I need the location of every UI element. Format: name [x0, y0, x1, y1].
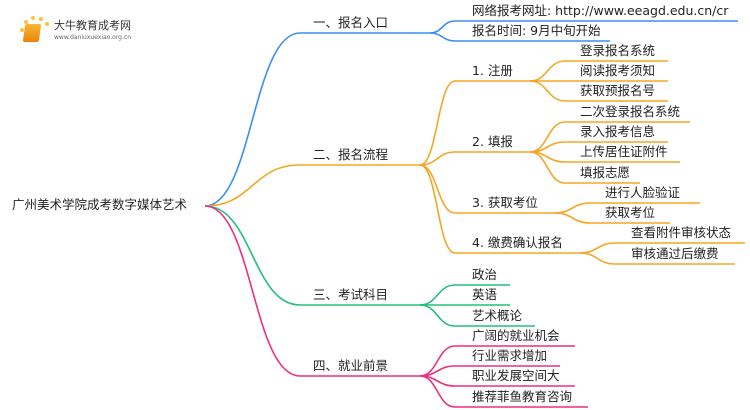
logo-dot: [31, 16, 35, 20]
logo-title: 大牛教育成考网: [54, 19, 131, 32]
connector-curve: [204, 205, 301, 306]
subtopic[interactable]: 网络报考网址: http://www.eeagd.edu.cn/cr: [472, 3, 729, 18]
leaf-topic[interactable]: 查看附件审核状态: [631, 225, 732, 240]
leaf-topic[interactable]: 录入报考信息: [580, 124, 656, 139]
logo-dot: [45, 22, 49, 26]
leaf-topic[interactable]: 进行人脸验证: [605, 185, 681, 200]
subtopic[interactable]: 行业需求增加: [472, 348, 548, 363]
connector-curve: [419, 164, 456, 214]
connector-curve: [579, 242, 616, 254]
connector-curve: [419, 164, 456, 254]
subtopic[interactable]: 报名时间: 9月中旬开始: [472, 23, 601, 38]
connector-curve: [419, 151, 456, 166]
connector-curve: [204, 205, 301, 377]
connector-curve: [554, 202, 591, 214]
subtopic[interactable]: 职业发展空间大: [472, 368, 560, 383]
leaf-topic[interactable]: 获取预报名号: [580, 83, 656, 98]
connector-curve: [419, 304, 456, 327]
connector-curve: [529, 60, 566, 82]
subtopic[interactable]: 1. 注册: [472, 63, 513, 78]
subtopic[interactable]: 政治: [472, 267, 498, 282]
leaf-topic[interactable]: 上传居住证附件: [580, 144, 668, 159]
leaf-topic[interactable]: 阅读报考须知: [580, 63, 656, 78]
leaf-topic[interactable]: 获取考位: [605, 205, 656, 220]
connector-curve: [429, 32, 456, 42]
subtopic[interactable]: 3. 获取考位: [472, 195, 538, 210]
logo-url: www.daniuxuexiao.org.cn: [54, 34, 131, 41]
subtopic[interactable]: 2. 填报: [472, 134, 513, 149]
connector-curve: [554, 212, 591, 224]
leaf-topic[interactable]: 审核通过后缴费: [631, 246, 719, 261]
subtopic[interactable]: 英语: [472, 287, 498, 302]
leaf-topic[interactable]: 二次登录报名系统: [580, 104, 681, 119]
branch-topic[interactable]: 二、报名流程: [313, 147, 389, 162]
connector-curve: [529, 80, 566, 102]
connector-curve: [419, 375, 456, 408]
connector-curve: [419, 80, 456, 166]
logo-dot: [20, 28, 24, 32]
connector-curve: [579, 252, 616, 265]
logo-dot: [39, 17, 43, 21]
logo: 大牛教育成考网 www.daniuxuexiao.org.cn: [18, 14, 158, 48]
connector-curve: [429, 20, 456, 34]
subtopic[interactable]: 艺术概论: [472, 308, 523, 323]
connector-curve: [419, 284, 456, 306]
subtopic[interactable]: 推荐菲鱼教育咨询: [472, 389, 573, 404]
branch-topic[interactable]: 四、就业前景: [313, 358, 389, 373]
logo-dot: [24, 20, 28, 24]
connector-curve: [204, 164, 301, 207]
leaf-topic[interactable]: 填报志愿: [580, 165, 631, 180]
leaf-topic[interactable]: 登录报名系统: [580, 43, 656, 58]
root-topic[interactable]: 广州美术学院成考数字媒体艺术: [12, 197, 188, 212]
connector-curve: [529, 151, 566, 184]
connector-curve: [204, 32, 301, 207]
branch-topic[interactable]: 一、报名入口: [313, 15, 389, 30]
subtopic[interactable]: 广阔的就业机会: [472, 328, 560, 343]
branch-topic[interactable]: 三、考试科目: [313, 287, 389, 302]
subtopic[interactable]: 4. 缴费确认报名: [472, 235, 563, 250]
